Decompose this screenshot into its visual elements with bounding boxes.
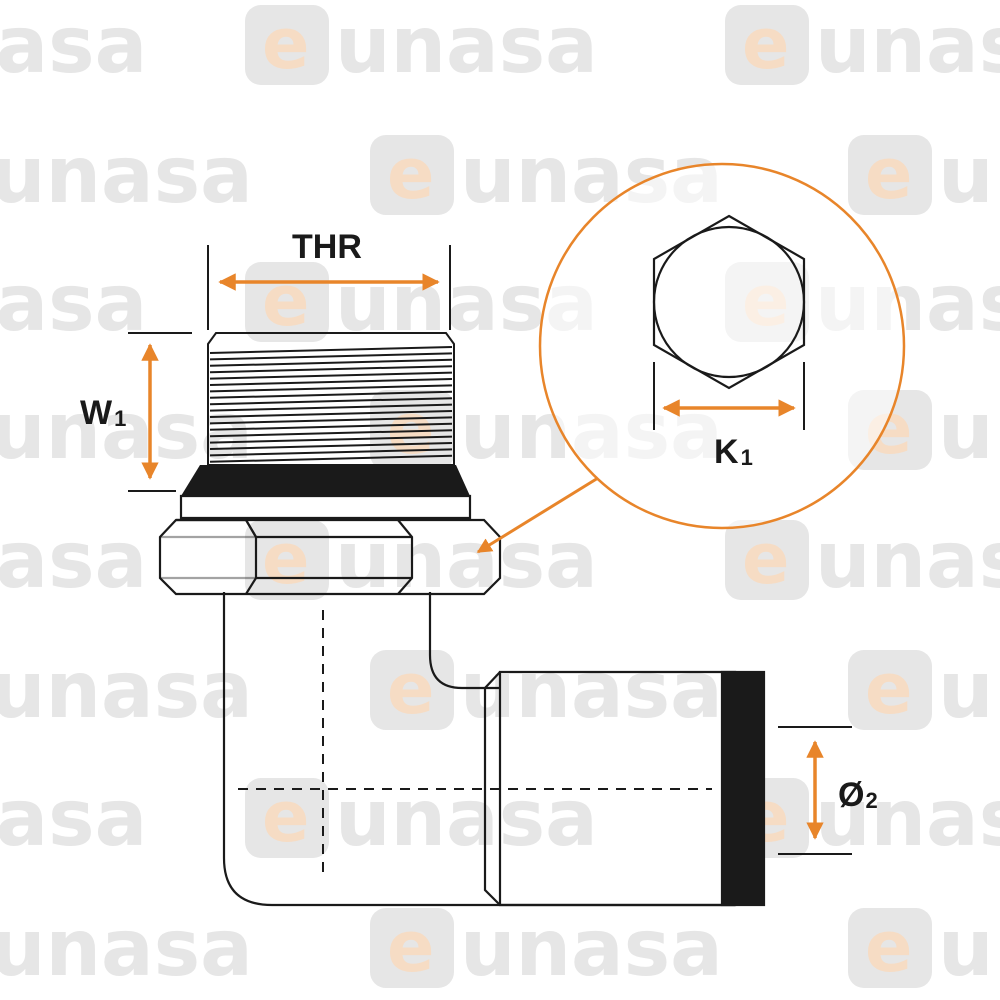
thread-line xyxy=(209,371,453,380)
svg-text:unasa: unasa xyxy=(0,904,253,994)
elbow-body xyxy=(222,592,766,907)
thread-line xyxy=(209,378,453,386)
thread-line xyxy=(209,365,453,374)
thr-label: THR xyxy=(292,228,362,266)
thread-line xyxy=(209,454,453,463)
centerline xyxy=(238,610,712,880)
svg-text:unasa: unasa xyxy=(815,774,1000,864)
thread-line xyxy=(209,429,453,438)
svg-text:unasa: unasa xyxy=(0,646,253,736)
k1-label: K1 xyxy=(714,433,753,471)
svg-text:unasa: unasa xyxy=(938,904,1000,994)
svg-text:nasa: nasa xyxy=(0,774,147,864)
svg-text:unasa: unasa xyxy=(335,1,598,91)
watermark-logo: nasa e unasa e unasa xyxy=(0,1,1000,91)
svg-text:e: e xyxy=(387,133,434,215)
thread-line xyxy=(209,435,453,444)
svg-text:unasa: unasa xyxy=(335,774,598,864)
svg-text:unasa: unasa xyxy=(460,646,723,736)
thr-dimension xyxy=(207,245,451,330)
svg-text:nasa: nasa xyxy=(0,259,147,349)
watermark-logo: nasa e unasa e unasa xyxy=(0,516,1000,606)
svg-text:e: e xyxy=(865,133,912,215)
svg-text:unasa: unasa xyxy=(460,904,723,994)
svg-text:unasa: unasa xyxy=(0,387,253,477)
w1-label: W1 xyxy=(80,394,126,432)
thread-line xyxy=(209,358,453,367)
svg-text:unasa: unasa xyxy=(335,516,598,606)
thread-line xyxy=(209,442,453,450)
hex-detail-callout xyxy=(476,162,906,554)
svg-text:nasa: nasa xyxy=(0,516,147,606)
svg-text:e: e xyxy=(387,648,434,730)
svg-text:unasa: unasa xyxy=(938,131,1000,221)
svg-text:e: e xyxy=(742,3,789,85)
svg-text:unasa: unasa xyxy=(815,1,1000,91)
thread-line xyxy=(209,410,453,418)
svg-text:e: e xyxy=(262,518,309,600)
thread-line xyxy=(209,346,453,354)
svg-text:unasa: unasa xyxy=(0,131,253,221)
w1-dimension xyxy=(128,332,192,492)
svg-text:e: e xyxy=(742,518,789,600)
thread-line xyxy=(209,352,453,361)
thread-line xyxy=(209,416,453,425)
thread-line xyxy=(209,384,453,393)
d2-label: Ø2 xyxy=(838,776,878,814)
svg-text:e: e xyxy=(865,906,912,988)
watermark-logo: unasa e unasa e unasa xyxy=(0,131,1000,221)
svg-text:e: e xyxy=(865,648,912,730)
svg-text:unasa: unasa xyxy=(815,516,1000,606)
collar xyxy=(179,465,472,520)
hex-detail-icon xyxy=(652,214,806,390)
svg-text:unasa: unasa xyxy=(938,387,1000,477)
hex-nut xyxy=(158,518,502,596)
svg-text:nasa: nasa xyxy=(0,1,147,91)
thread-line xyxy=(209,397,453,406)
svg-text:unasa: unasa xyxy=(938,646,1000,736)
thread-line xyxy=(209,403,453,412)
thread-line xyxy=(209,390,453,399)
svg-text:e: e xyxy=(262,260,309,342)
thread-section xyxy=(207,332,455,466)
svg-text:e: e xyxy=(387,906,434,988)
svg-text:e: e xyxy=(262,3,309,85)
svg-text:e: e xyxy=(262,776,309,858)
k1-dimension xyxy=(653,362,805,430)
thread-line xyxy=(209,448,453,457)
watermark-logo: unasa e unasa e unasa xyxy=(0,904,1000,994)
thread-line xyxy=(209,422,453,431)
d2-dimension xyxy=(778,726,852,855)
